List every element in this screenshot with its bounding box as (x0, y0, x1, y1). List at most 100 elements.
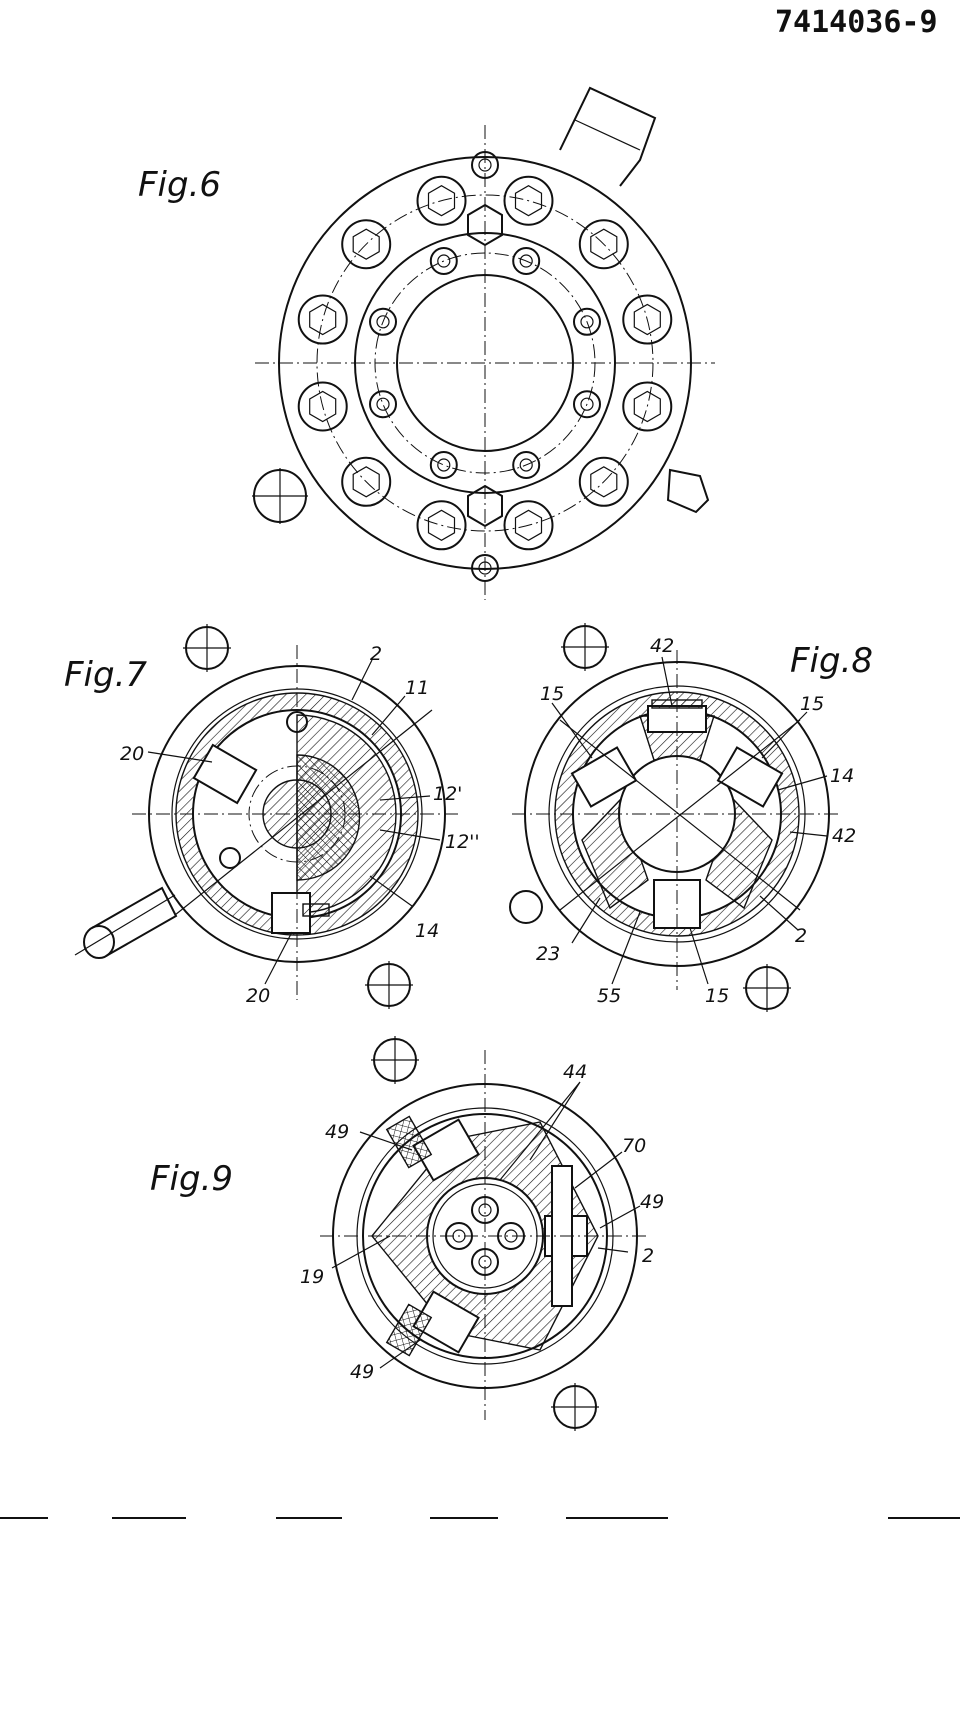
fig6-outer-bolt (416, 175, 467, 226)
fig8-ref-14: 14 (830, 765, 854, 787)
fig6-outer-bolts (297, 175, 673, 551)
fig8-ref-42-right: 42 (832, 825, 856, 847)
fig6-inner-bolt-core (519, 254, 533, 268)
fig6-inner-bolt (429, 247, 458, 276)
figure-9-label: Fig.9 (150, 1159, 233, 1199)
fig8-mount-hole-top-cross (561, 623, 609, 671)
fig6-bottom-small-nut (471, 554, 499, 582)
fig6-inner-bolt-core (580, 397, 594, 411)
fig9-roller-block-upper-left (412, 1118, 480, 1182)
fig6-outer-bolt-head (590, 466, 618, 498)
fig6-right-fitting (666, 468, 710, 514)
fig9-ref-44: 44 (563, 1061, 587, 1083)
fig6-top-hex-nut (467, 203, 503, 247)
fig8-diagonal-axis-b (559, 719, 801, 911)
fig7-feed-tube-axis (74, 894, 176, 956)
fig8-ref-15-right: 15 (800, 693, 824, 715)
fig6-outer-bolt (297, 294, 348, 345)
fig6-outer-bolt-head (427, 185, 456, 217)
fig6-inner-bolt (369, 390, 398, 419)
fig8-mount-hole-bottom-right-cross (743, 964, 791, 1012)
fig6-outer-bolt (341, 456, 392, 507)
fig6-bottom-hex-nut (467, 484, 503, 528)
fig6-outer-bolt (578, 219, 629, 270)
figure-9: Fig.9 44 49 70 49 2 19 49 (150, 1036, 664, 1431)
fig6-top-fitting-detail (574, 119, 641, 151)
fig7-feed-tube-end (83, 925, 115, 959)
figure-7: Fig.7 2 11 20 12' (64, 624, 480, 1009)
fig7-ref-11: 11 (405, 677, 429, 699)
fig8-ref-2: 2 (795, 925, 807, 947)
fig6-inner-bolt-core (437, 254, 451, 268)
fig6-inner-bolt (572, 307, 601, 336)
fig6-inner-bolt (572, 390, 601, 419)
fig8-wedge-right (705, 798, 773, 910)
fig7-ref-2: 2 (370, 643, 382, 665)
fig7-ref-12-double-prime: 12'' (445, 831, 480, 853)
fig6-outer-bolt (297, 381, 348, 432)
fig7-ref-14: 14 (415, 920, 439, 942)
fig6-inner-bolt (512, 450, 541, 479)
fig6-outer-bolt-head (514, 509, 543, 541)
fig6-outer-bolt-head (309, 303, 337, 336)
fig6-left-lug-cross (252, 468, 308, 524)
fig6-outer-bolt (622, 381, 673, 432)
fig6-bottom-small-nut-inner (478, 561, 492, 575)
figure-8: Fig.8 42 15 15 14 42 (509, 623, 873, 1012)
fig9-ref-49-bottom: 49 (350, 1361, 374, 1383)
fig6-inner-bolt-core (519, 458, 533, 472)
fig8-ref-23: 23 (536, 943, 560, 965)
fig9-leaders (331, 1081, 641, 1369)
fig9-mount-hole-top-cross (371, 1036, 419, 1084)
fig7-roller-pin-bottom (302, 903, 330, 917)
fig6-outer-bolt (503, 500, 554, 551)
fig6-inner-bolt (369, 307, 398, 336)
fig7-mount-hole-bottom-cross (365, 961, 413, 1009)
fig6-outer-bolt-head (352, 228, 380, 260)
fig6-outer-bolt (578, 456, 629, 507)
fig9-ref-49-top: 49 (325, 1121, 349, 1143)
fig9-mount-hole-bottom-cross (551, 1383, 599, 1431)
fig6-inner-bolt (512, 247, 541, 276)
fig7-ref-20-bottom: 20 (246, 985, 270, 1007)
fig6-inner-bolt-core (376, 315, 390, 329)
figure-6-label: Fig.6 (138, 165, 221, 205)
fig6-outer-bolt (341, 219, 392, 270)
fig6-top-small-nut-inner (478, 158, 492, 172)
document-number: 7414036-9 (775, 5, 938, 40)
figure-6: Fig.6 (138, 86, 715, 600)
fig7-pin-hole-left (219, 847, 241, 869)
fig6-inner-bolt-core (376, 397, 390, 411)
fig8-ref-42-top: 42 (650, 635, 674, 657)
fig7-roller-block-left (192, 743, 258, 805)
fig8-mount-hole-left (509, 890, 543, 924)
fig7-mount-hole-top-cross (183, 624, 231, 672)
fig7-ref-12-single-prime: 12' (433, 783, 462, 805)
fig6-outer-bolt-head (427, 509, 456, 541)
fig7-diagonal-axis (174, 709, 433, 916)
fig6-outer-bolt-head (352, 466, 380, 498)
fig8-leaders (551, 656, 828, 985)
fig9-ref-2: 2 (642, 1245, 654, 1267)
fig7-ref-20-left: 20 (120, 743, 144, 765)
fig9-ref-19: 19 (300, 1266, 324, 1288)
fig9-bolt-head-upper-left (385, 1115, 433, 1169)
fig6-inner-bolts (369, 247, 601, 479)
fig6-inner-bolt-core (437, 458, 451, 472)
fig9-ref-70: 70 (622, 1135, 646, 1157)
fig9-roller-block-lower-left (412, 1290, 480, 1354)
fig6-outer-bolt (622, 294, 673, 345)
fig7-leaders (147, 659, 441, 985)
fig6-outer-bolt (503, 175, 554, 226)
fig7-feed-tube (91, 886, 178, 957)
fig9-ref-49-right: 49 (640, 1191, 664, 1213)
fig8-ref-15-bottom: 15 (705, 985, 729, 1007)
fig9-bolt-head-lower-left (385, 1303, 433, 1357)
fig6-outer-bolt (416, 500, 467, 551)
fig6-top-fitting (559, 86, 657, 187)
fig6-top-small-nut (471, 151, 499, 179)
figure-8-label: Fig.8 (790, 641, 873, 681)
fig6-inner-bolt-core (580, 315, 594, 329)
fig6-outer-bolt-head (633, 303, 661, 336)
